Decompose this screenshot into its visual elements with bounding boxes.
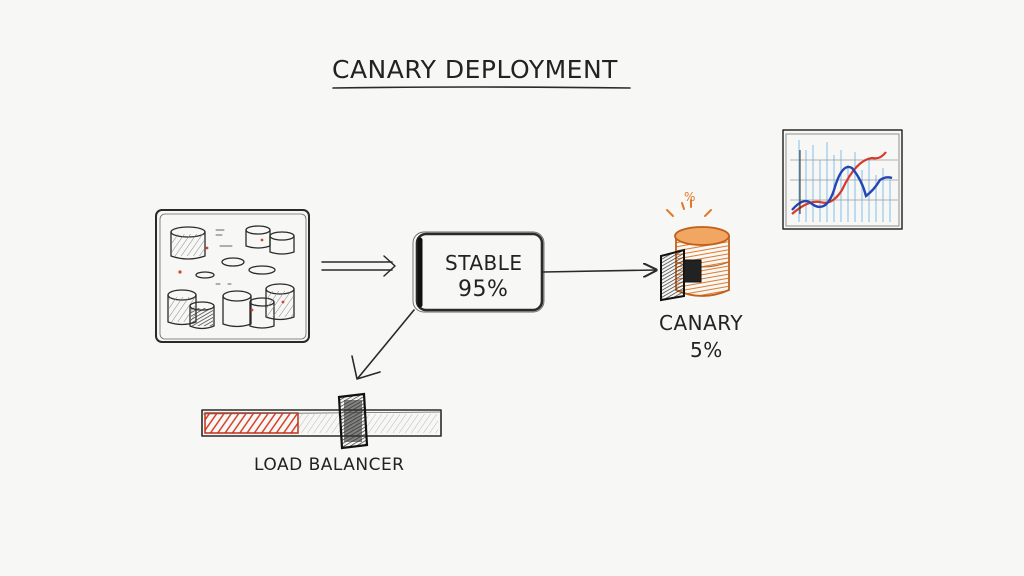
canary-label: CANARY: [659, 311, 743, 335]
traffic-flow-arrow: [321, 255, 396, 277]
canary-cylinder-icon: [660, 226, 730, 302]
stable-label: STABLE: [445, 251, 523, 275]
server-cluster-icon: [155, 209, 310, 343]
stable-to-lb-arrow: [351, 309, 415, 380]
canary-percent-marker: %: [684, 190, 695, 204]
canary-percent: 5%: [690, 338, 723, 362]
diagram-title: CANARY DEPLOYMENT: [332, 55, 618, 84]
canary-sparks-icon: [666, 199, 712, 217]
metrics-chart-icon: [782, 129, 903, 230]
canary-traffic-fill: [204, 412, 299, 434]
load-balancer-slider[interactable]: [201, 392, 442, 450]
slider-handle-icon[interactable]: [337, 392, 369, 450]
title-underline: [332, 86, 631, 89]
stable-to-canary-arrow: [542, 270, 656, 272]
load-balancer-label: LOAD BALANCER: [254, 455, 405, 475]
stable-percent: 95%: [458, 277, 508, 302]
